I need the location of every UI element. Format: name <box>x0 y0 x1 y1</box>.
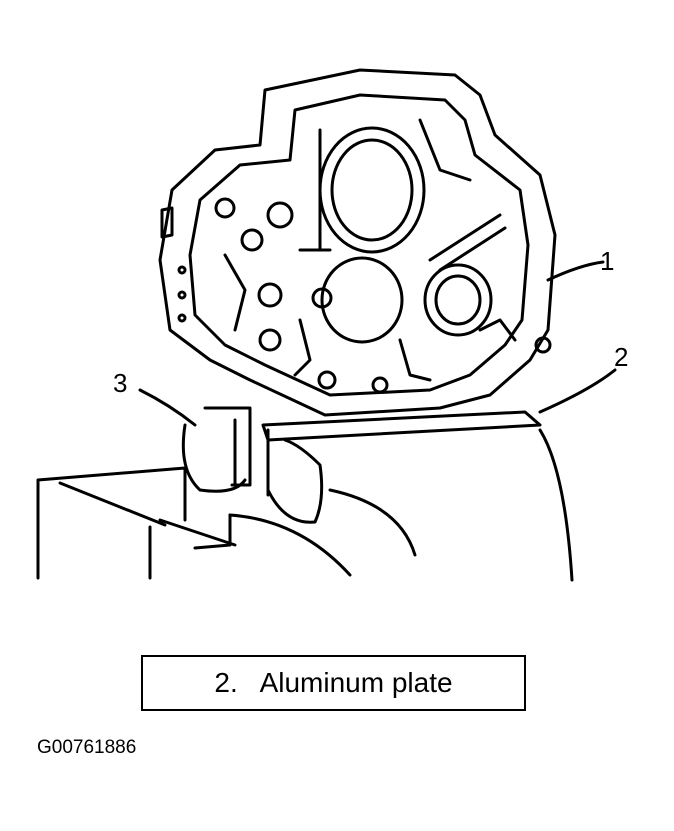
legend-number: 2. <box>214 667 238 698</box>
leader-line-1 <box>546 260 605 282</box>
legend-box: 2. Aluminum plate <box>141 655 526 711</box>
vise-jaw-left <box>181 406 252 493</box>
legend-entry: 2. Aluminum plate <box>214 667 452 699</box>
callout-1: 1 <box>600 246 614 276</box>
callout-3: 3 <box>113 368 127 398</box>
figure-id: G00761886 <box>37 737 137 758</box>
transmission-case <box>158 68 557 417</box>
vise-jaw-right <box>266 428 324 524</box>
legend-label: Aluminum plate <box>259 667 453 698</box>
leader-line-2 <box>538 368 617 414</box>
aluminum-plate <box>261 410 542 497</box>
callout-2: 2 <box>614 342 628 372</box>
leader-line-3 <box>138 388 197 427</box>
vise-body <box>36 428 574 582</box>
